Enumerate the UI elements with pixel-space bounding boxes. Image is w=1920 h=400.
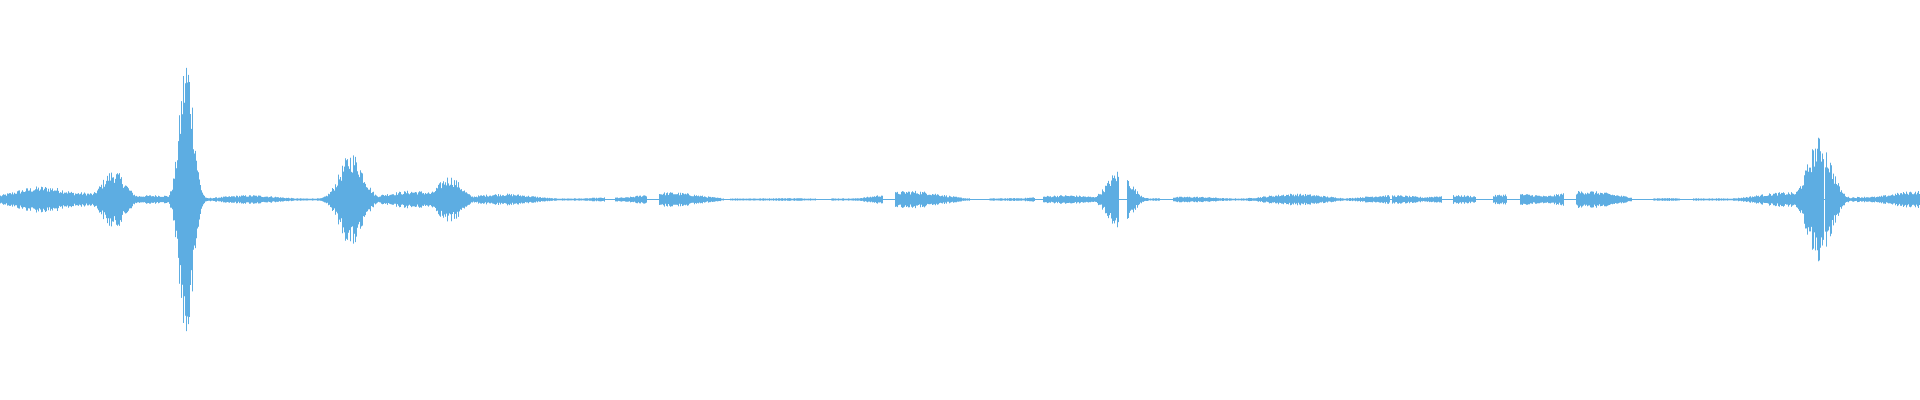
waveform-trace (0, 67, 1920, 332)
waveform-samples (0, 67, 1920, 332)
